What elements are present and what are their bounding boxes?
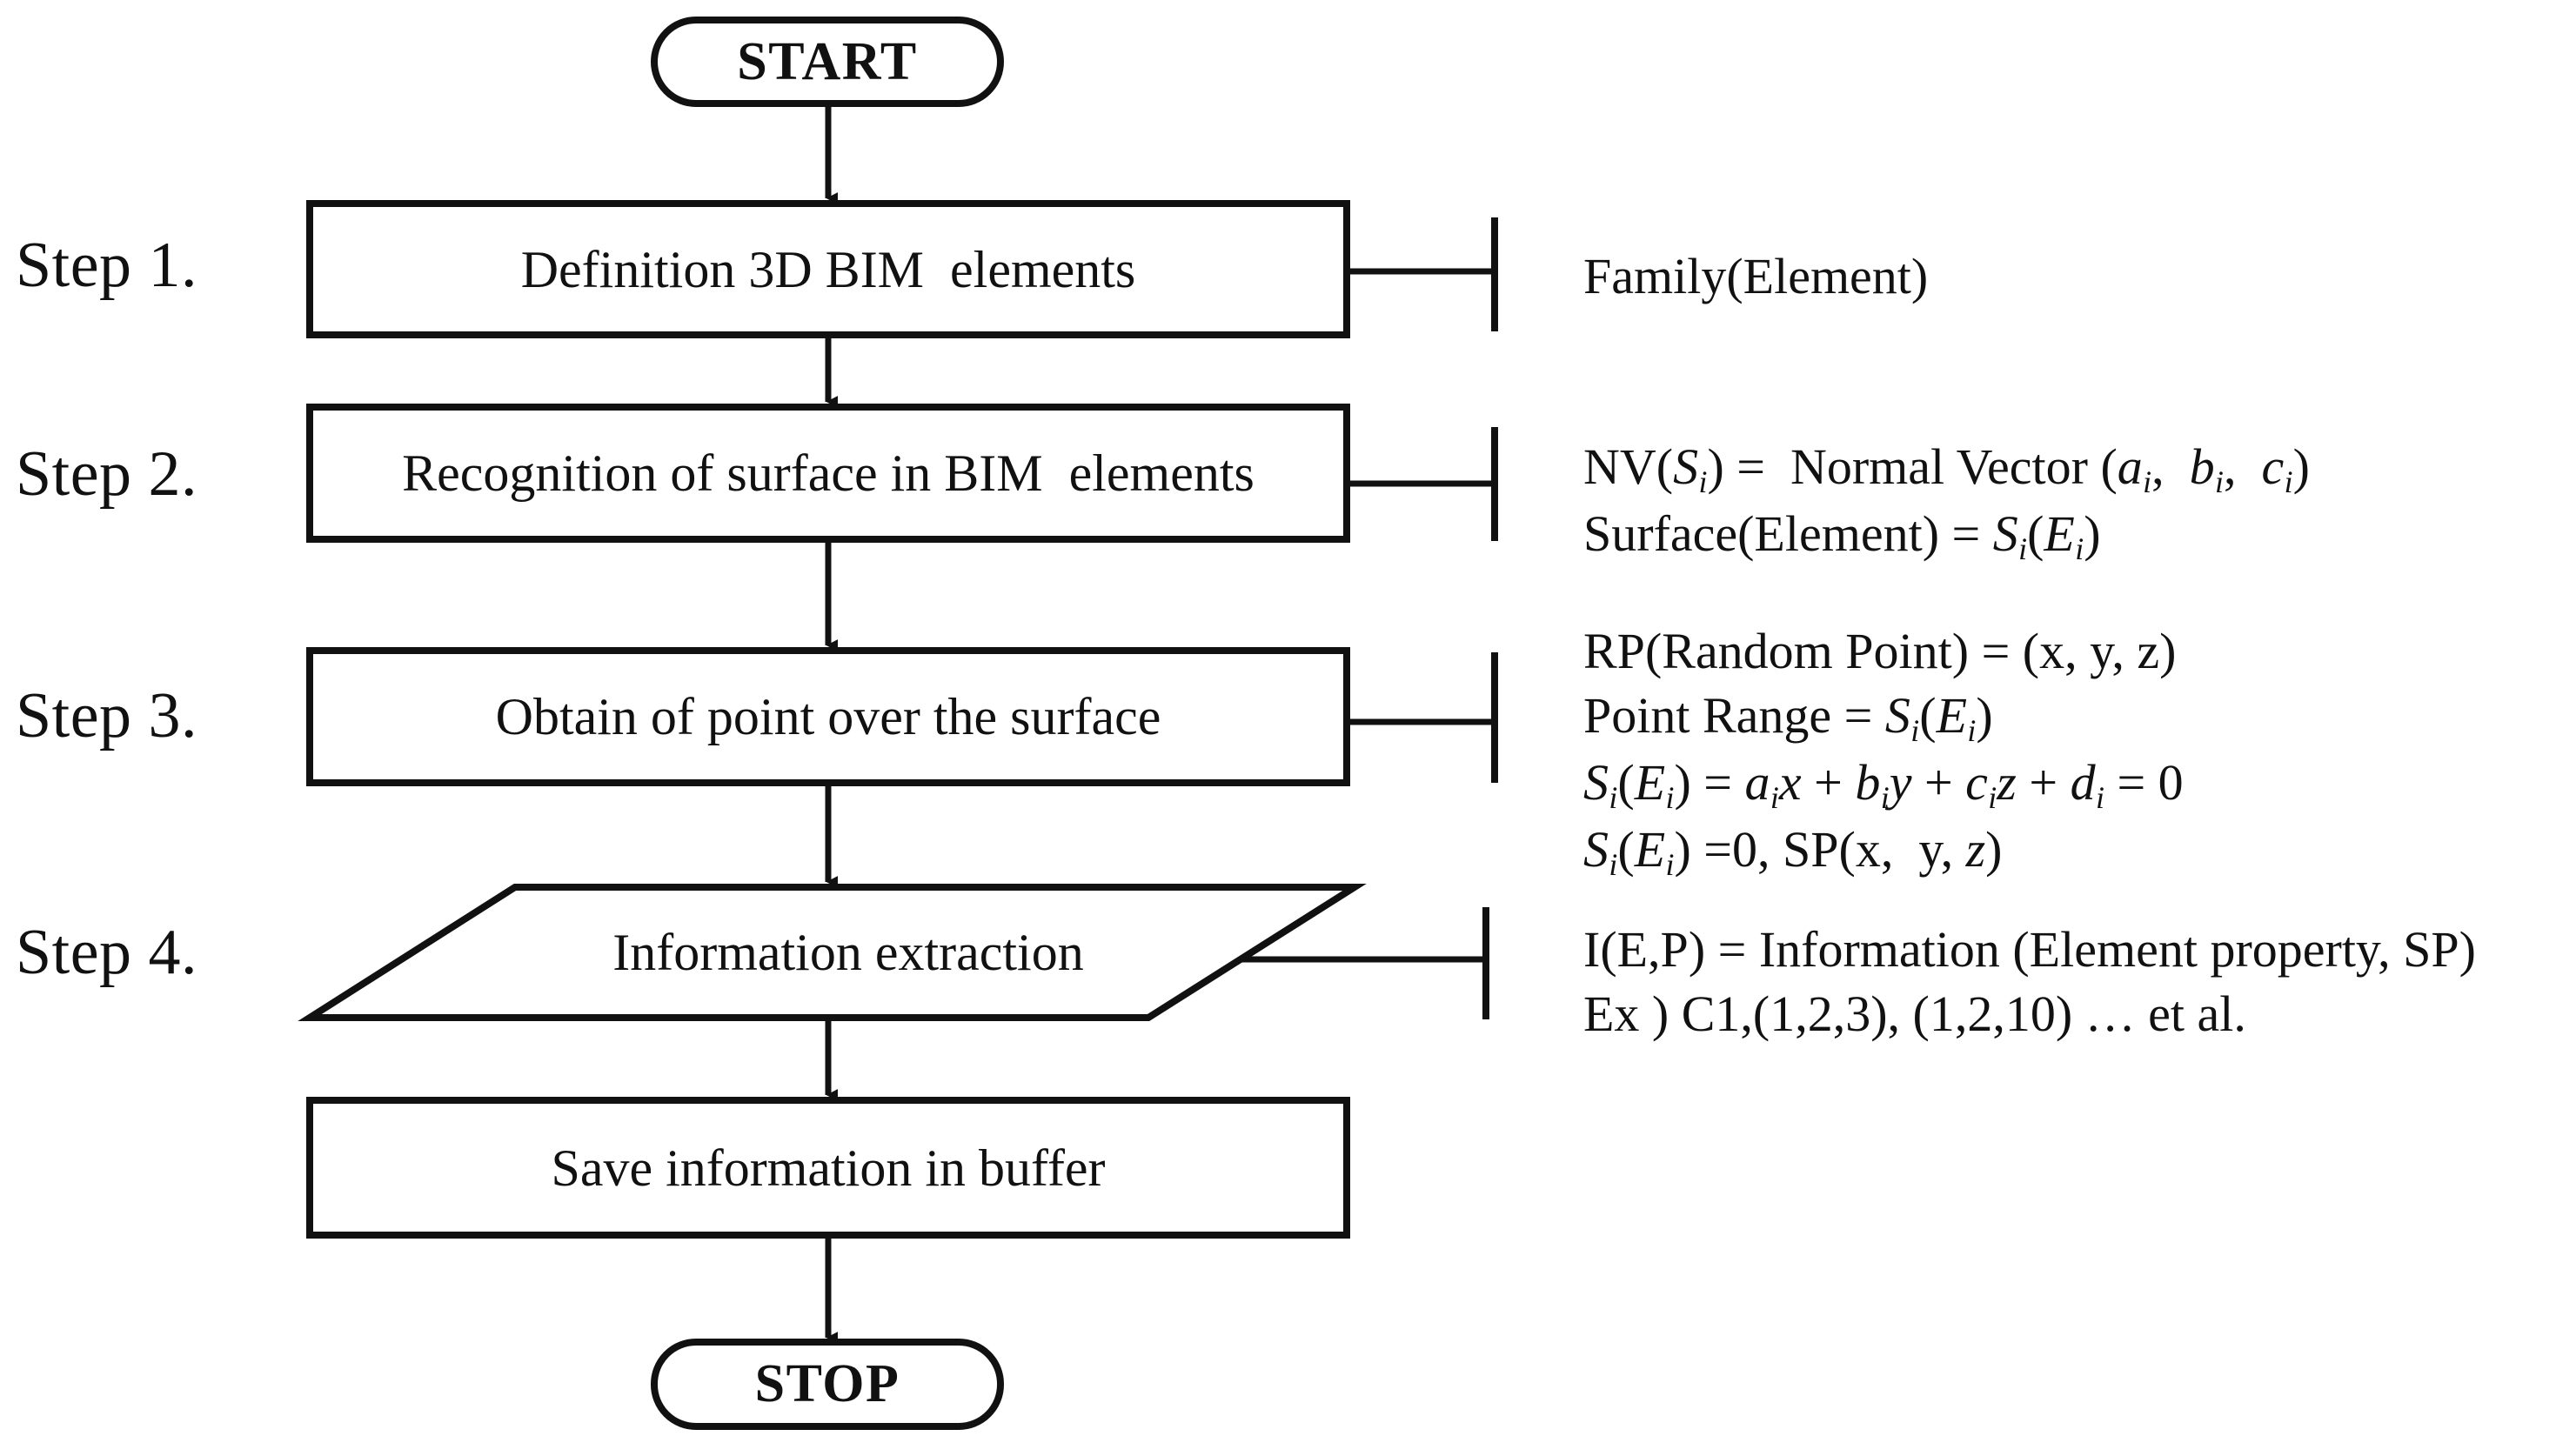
annotation-line: Ex ) C1,(1,2,3), (1,2,10) … et al. (1583, 985, 2246, 1043)
annotation-line: Point Range = Si(Ei) (1583, 687, 1993, 749)
step1-node-label: Definition 3D BIM elements (520, 240, 1136, 298)
stop-terminator-shape (651, 1339, 1004, 1430)
annotation-line: Si(Ei) = aix + biy + ciz + di = 0 (1583, 754, 2184, 816)
step3-node-label: Obtain of point over the surface (495, 688, 1161, 745)
save-node-label: Save information in buffer (551, 1139, 1106, 1197)
step4-node-label: Information extraction (612, 924, 1084, 981)
step1-annotation-text: Family(Element) (1583, 244, 1928, 309)
step1-process-shape (306, 200, 1350, 338)
annotation-line: NV(Si) = Normal Vector (ai, bi, ci) (1583, 438, 2310, 500)
step-label-3: Step 3. (16, 680, 198, 751)
stop-node-label: STOP (754, 1354, 900, 1414)
step-label-4: Step 4. (16, 917, 198, 988)
annotation-line: Surface(Element) = Si(Ei) (1583, 505, 2101, 567)
step2-node-label: Recognition of surface in BIM elements (402, 444, 1255, 502)
annotation-line: RP(Random Point) = (x, y, z) (1583, 623, 2177, 679)
step-label-1: Step 1. (16, 230, 198, 301)
save-process-shape (306, 1097, 1350, 1239)
step4-parallelogram-shape (298, 884, 1367, 1021)
step3-annotation-text: RP(Random Point) = (x, y, z) Point Range … (1583, 619, 2184, 885)
start-node-label: START (737, 31, 918, 91)
annotation-line: Si(Ei) =0, SP(x, y, z) (1583, 821, 2003, 883)
step2-annotation-text: NV(Si) = Normal Vector (ai, bi, ci)Surfa… (1583, 435, 2310, 569)
step-label-2: Step 2. (16, 438, 198, 510)
annotation-line: I(E,P) = Information (Element property, … (1583, 921, 2476, 978)
annotation-line: Family(Element) (1583, 248, 1929, 304)
step2-process-shape (306, 404, 1350, 543)
step4-annotation-text: I(E,P) = Information (Element property, … (1583, 918, 2476, 1046)
